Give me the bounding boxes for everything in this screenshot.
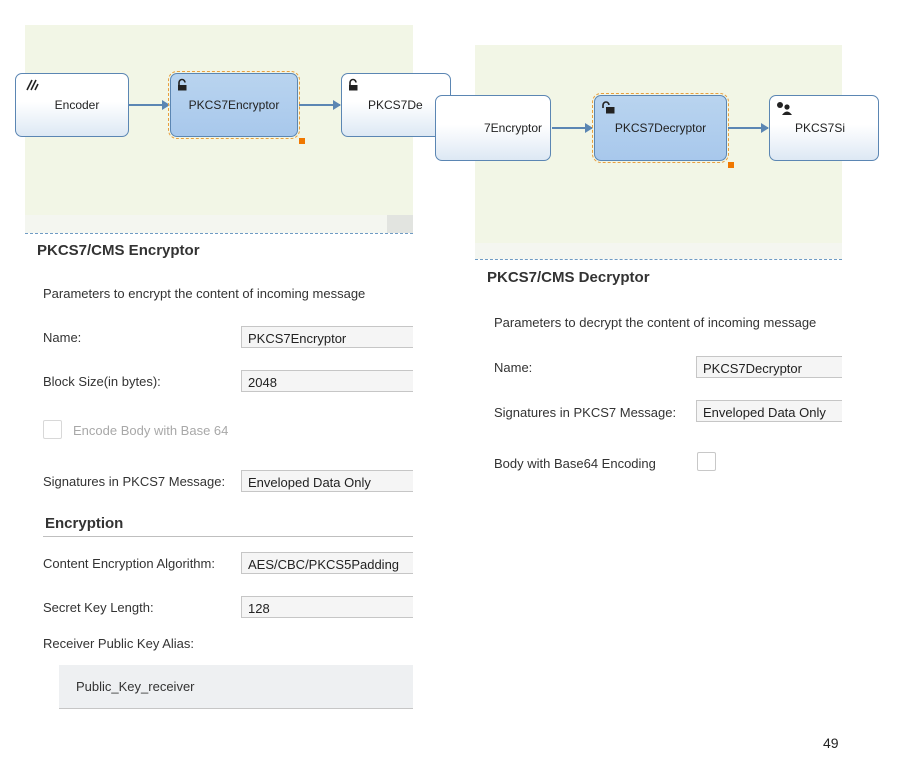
block-size-label: Block Size(in bytes):: [43, 374, 161, 389]
panel-splitter[interactable]: [475, 259, 842, 260]
encryption-section-heading: Encryption: [45, 515, 124, 532]
name-field[interactable]: PKCS7Decryptor: [696, 356, 842, 378]
flow-arrow: [728, 123, 769, 133]
properties-title: PKCS7/CMS Decryptor: [487, 269, 650, 286]
receiver-alias-table[interactable]: Public_Key_receiver: [59, 665, 413, 709]
flow-step-pkcs7-decryptor[interactable]: PKCS7Decryptor: [592, 93, 729, 163]
flow-step-label: PKCS7Si: [795, 121, 846, 135]
signatures-select[interactable]: Enveloped Data Only: [696, 400, 842, 422]
flow-step-label: PKCS7Encryptor: [188, 98, 280, 112]
secret-key-length-select[interactable]: 128: [241, 596, 413, 618]
flow-step-label: Encoder: [54, 98, 100, 112]
canvas-scrollbar-corner[interactable]: [387, 215, 413, 233]
signatures-select[interactable]: Enveloped Data Only: [241, 470, 413, 492]
flow-step-label: PKCS7De: [368, 98, 423, 112]
block-size-field[interactable]: 2048: [241, 370, 413, 392]
properties-description: Parameters to encrypt the content of inc…: [43, 286, 366, 301]
flow-arrow: [129, 100, 170, 110]
decryptor-panel: 7Encryptor PKCS7Decryptor PKCS7Si PKCS7/…: [435, 45, 879, 500]
resize-handle[interactable]: [728, 162, 734, 168]
flow-step-label: PKCS7Decryptor: [614, 121, 707, 135]
encryption-algorithm-label: Content Encryption Algorithm:: [43, 556, 215, 571]
name-label: Name:: [43, 330, 82, 345]
open-lock-icon: [348, 78, 359, 93]
canvas-scroll-strip: [475, 243, 842, 259]
encode-base64-label: Encode Body with Base 64: [73, 423, 229, 438]
name-field[interactable]: PKCS7Encryptor: [241, 326, 413, 348]
flow-step-label: 7Encryptor: [483, 121, 543, 135]
name-label: Name:: [494, 360, 533, 375]
receiver-alias-label: Receiver Public Key Alias:: [43, 636, 195, 651]
base64-encoding-label: Body with Base64 Encoding: [494, 456, 656, 471]
signer-icon: [776, 101, 792, 117]
resize-handle[interactable]: [299, 138, 305, 144]
encryption-algorithm-select[interactable]: AES/CBC/PKCS5Padding: [241, 552, 413, 574]
properties-description: Parameters to decrypt the content of inc…: [494, 315, 817, 330]
flow-step-pkcs7-encryptor[interactable]: 7Encryptor: [435, 95, 551, 161]
open-lock-icon: [601, 101, 615, 116]
open-lock-icon: [177, 78, 188, 93]
canvas-scroll-strip: [25, 215, 413, 233]
flow-step-pkcs7-decryptor[interactable]: PKCS7De: [341, 73, 451, 137]
section-divider: [43, 536, 413, 537]
panel-splitter[interactable]: [25, 233, 413, 234]
flow-step-encoder[interactable]: Encoder: [15, 73, 129, 137]
encryptor-panel: Encoder PKCS7Encryptor PKCS7De PKCS7/CMS…: [15, 25, 451, 715]
flow-step-pkcs7-encryptor[interactable]: PKCS7Encryptor: [168, 71, 300, 139]
encode-base64-checkbox[interactable]: [43, 420, 62, 439]
page-number: 49: [823, 735, 839, 751]
signatures-label: Signatures in PKCS7 Message:: [43, 474, 226, 489]
signatures-label: Signatures in PKCS7 Message:: [494, 405, 677, 420]
receiver-alias-value: Public_Key_receiver: [76, 679, 195, 694]
base64-encoding-checkbox[interactable]: [697, 452, 716, 471]
encoder-icon: [26, 79, 39, 93]
properties-title: PKCS7/CMS Encryptor: [37, 242, 200, 259]
flow-step-pkcs7-signer[interactable]: PKCS7Si: [769, 95, 879, 161]
flow-arrow: [552, 123, 593, 133]
secret-key-length-label: Secret Key Length:: [43, 600, 154, 615]
flow-arrow: [299, 100, 341, 110]
